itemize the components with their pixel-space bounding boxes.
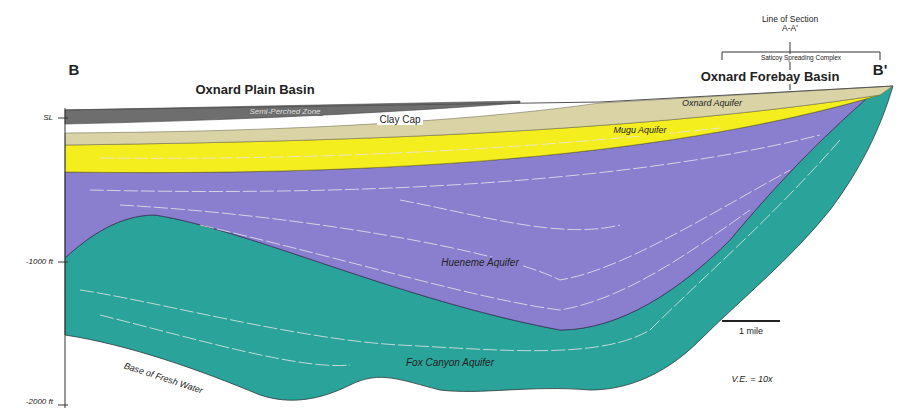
scale-label: 1 mile [737, 327, 765, 337]
depth-axis [58, 108, 68, 408]
section-note: Line of Section A-A' [759, 15, 821, 34]
section-end-letter: B' [871, 62, 889, 79]
aquifer-name: Fox Canyon Aquifer [404, 357, 496, 368]
basin-name: Oxnard Plain Basin [193, 83, 316, 97]
exaggeration-note: V.E. = 10x [729, 375, 774, 385]
ground-surface [65, 86, 893, 110]
complex-name: Saticoy Spreading Complex [759, 54, 843, 61]
zone-name: Semi-Perched Zone [247, 108, 322, 117]
depth-label: SL [41, 114, 55, 123]
aquifer-name: Mugu Aquifer [611, 126, 668, 136]
basin-name: Oxnard Forebay Basin [699, 70, 842, 84]
depth-label: -1000 ft [24, 258, 55, 267]
fox-canyon-layer [65, 86, 893, 400]
scale-bar [722, 320, 780, 322]
bedding-lines [80, 128, 840, 366]
section-end-letter: B [67, 62, 82, 79]
aquifer-name: Hueneme Aquifer [439, 257, 520, 268]
depth-label: -2000 ft [24, 398, 55, 407]
aquifer-name: Oxnard Aquifer [680, 99, 744, 109]
oxnard-layer [65, 86, 893, 145]
layer-name: Clay Cap [377, 114, 422, 125]
boundary-name: Base of Fresh Water [120, 361, 205, 397]
